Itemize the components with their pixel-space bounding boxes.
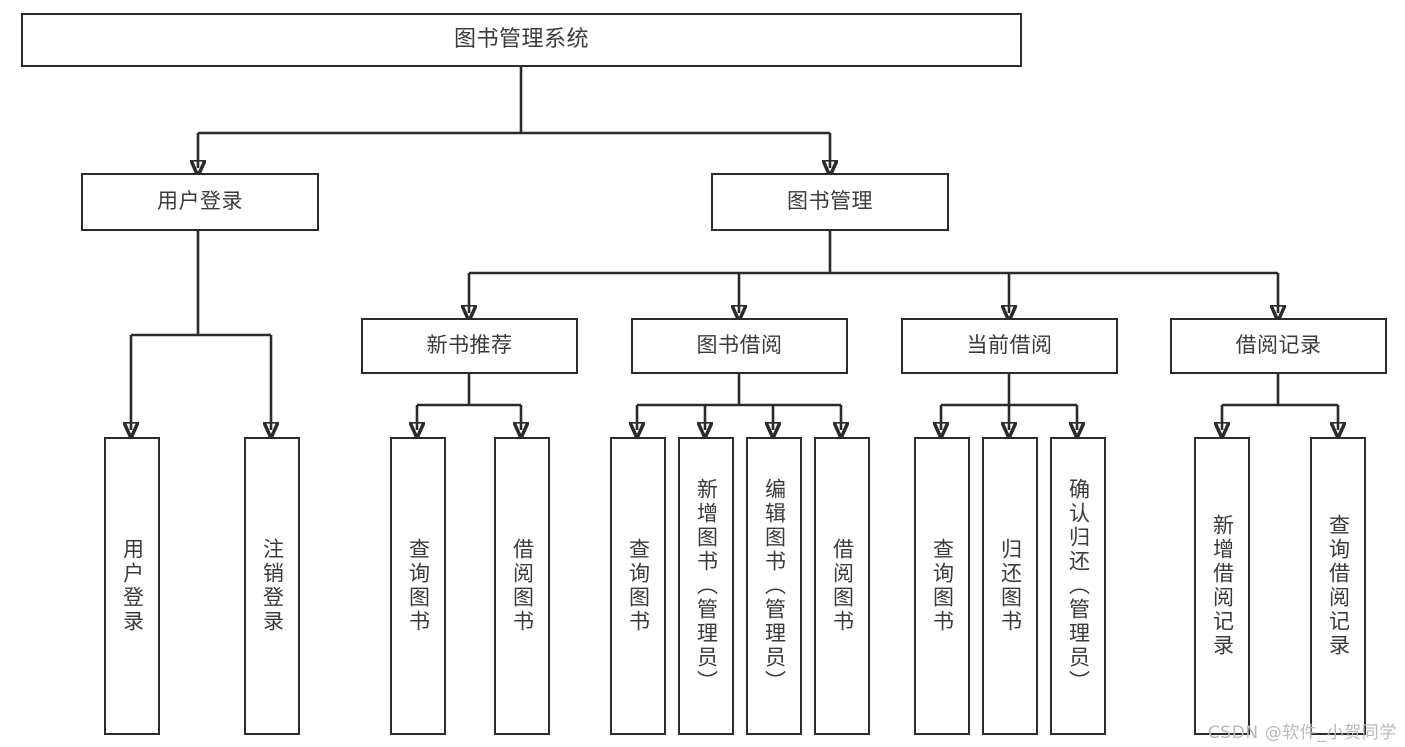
node-label: 图书管理系统: [453, 26, 589, 52]
leaf-borrow-books-recommend[interactable]: 借阅图书: [494, 437, 550, 735]
node-label: 新书推荐: [426, 333, 513, 358]
csdn-watermark: CSDN @软件_小贺同学: [1207, 723, 1397, 743]
node-label: 借阅图书: [510, 538, 535, 634]
node-label: 借阅记录: [1235, 333, 1322, 358]
leaf-add-borrow-record[interactable]: 新增借阅记录: [1194, 437, 1250, 735]
node-label: 查询图书: [406, 538, 431, 634]
node-label: 图书借阅: [696, 333, 783, 358]
node-label: 借阅图书: [830, 538, 855, 634]
node-label: 注销登录: [260, 538, 285, 634]
node-borrow-records[interactable]: 借阅记录: [1170, 318, 1387, 374]
node-current-borrow[interactable]: 当前借阅: [901, 318, 1118, 374]
leaf-borrow-books[interactable]: 借阅图书: [814, 437, 870, 735]
leaf-query-books-borrow[interactable]: 查询图书: [610, 437, 666, 735]
node-label: 编辑图书（管理员）: [762, 478, 787, 694]
leaf-confirm-return-admin[interactable]: 确认归还（管理员）: [1050, 437, 1106, 735]
leaf-query-books-recommend[interactable]: 查询图书: [390, 437, 446, 735]
node-label: 新增图书（管理员）: [694, 478, 719, 694]
node-label: 新增借阅记录: [1210, 514, 1235, 658]
leaf-query-books-current[interactable]: 查询图书: [914, 437, 970, 735]
leaf-query-borrow-record[interactable]: 查询借阅记录: [1310, 437, 1366, 735]
leaf-return-books[interactable]: 归还图书: [982, 437, 1038, 735]
node-book-management[interactable]: 图书管理: [711, 173, 949, 231]
node-root-system[interactable]: 图书管理系统: [21, 13, 1022, 67]
node-label: 查询图书: [930, 538, 955, 634]
node-label: 用户登录: [157, 189, 243, 214]
node-label: 查询借阅记录: [1326, 514, 1351, 658]
leaf-logout[interactable]: 注销登录: [244, 437, 300, 735]
node-label: 当前借阅: [966, 333, 1053, 358]
node-book-borrow[interactable]: 图书借阅: [631, 318, 848, 374]
leaf-edit-book-admin[interactable]: 编辑图书（管理员）: [746, 437, 802, 735]
node-label: 确认归还（管理员）: [1066, 478, 1091, 694]
node-label: 图书管理: [787, 189, 873, 214]
leaf-user-login[interactable]: 用户登录: [104, 437, 160, 735]
node-label: 归还图书: [998, 538, 1023, 634]
node-label: 查询图书: [626, 538, 651, 634]
node-user-login[interactable]: 用户登录: [81, 173, 319, 231]
leaf-add-book-admin[interactable]: 新增图书（管理员）: [678, 437, 734, 735]
node-label: 用户登录: [120, 538, 145, 634]
node-new-book-recommend[interactable]: 新书推荐: [361, 318, 578, 374]
